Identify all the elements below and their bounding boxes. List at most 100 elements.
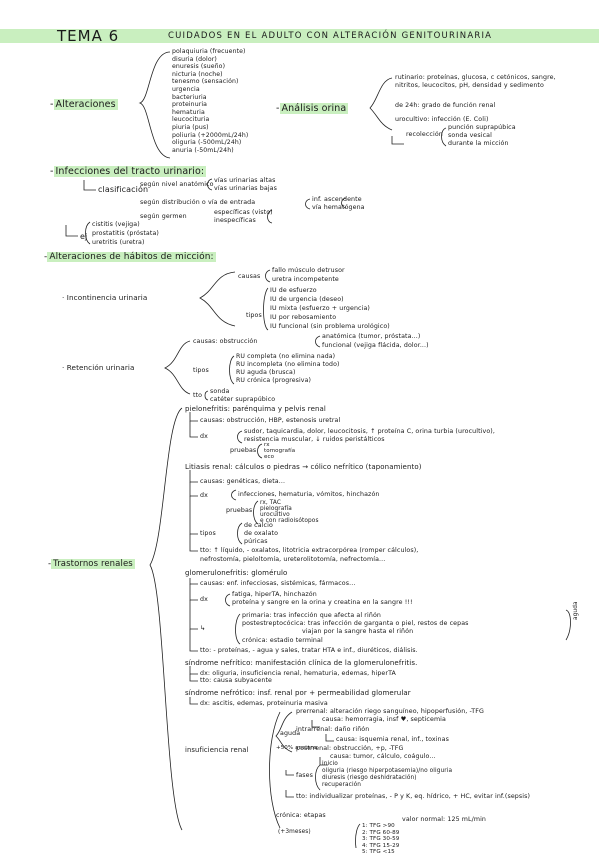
rec-item: punción suprapúbica: [448, 124, 516, 131]
pielo-prueba: rx: [264, 442, 270, 448]
litiasis-tipo: de calcio: [244, 522, 273, 529]
litiasis-prueba: urocultivo: [260, 512, 290, 518]
alteracion-item: nicturia (noche): [172, 70, 223, 78]
ir-etapa: 3: TFG 30-59: [362, 836, 400, 842]
litiasis-tipo: de oxalato: [244, 530, 279, 537]
ir-post-causa: causa: tumor, cálculo, coágulo...: [330, 753, 436, 760]
nivel-item: vías urinarias altas: [214, 177, 276, 184]
ej-item: cistitis (vejiga): [92, 221, 140, 228]
glomerulo-cronica: crónica: estadio terminal: [242, 637, 323, 644]
retencion-label: · Retención urinaria: [62, 363, 135, 372]
ir-aguda-label: aguda: [280, 730, 301, 737]
ir-postrrenal: postrrenal: obstrucción, +p, -TFG: [296, 745, 404, 752]
incontinencia-label: · Incontinencia urinaria: [62, 293, 148, 302]
litiasis-prueba: pielografía: [260, 506, 292, 512]
rec-item: sonda vesical: [448, 132, 492, 139]
ir-tto: tto: individualizar proteínas, - P y K, …: [296, 793, 531, 800]
litiasis-tto2: nefrostomía, pieloltomía, ureterolitotom…: [200, 556, 386, 563]
ir-valor: valor normal: 125 mL/min: [402, 816, 487, 823]
glomerulo-aguda-side: aguda: [573, 601, 579, 620]
ir-pre-causa: causa: hemorragia, insf ♥, septicemia: [322, 716, 446, 723]
insuficiencia-label: insuficiencia renal: [185, 746, 249, 754]
alteracion-item: proteinuria: [172, 101, 208, 109]
ir-etapa: 5: TFG <15: [362, 849, 395, 855]
page-subtitle: CUIDADOS EN EL ADULTO CON ALTERACIÓN GEN…: [168, 31, 493, 41]
analisis-urocultivo: urocultivo: infección (E. Coli): [395, 116, 489, 123]
ir-aguda-note: +50% anciana: [276, 745, 318, 751]
ret-tipo-item: RU crónica (progresiva): [236, 377, 311, 384]
pielo-causas: causas: obstrucción, HBP, estenosis uret…: [200, 417, 341, 424]
habitos-title: -Alteraciones de hábitos de micción:: [44, 252, 216, 262]
litiasis-pruebas-label: pruebas: [226, 507, 253, 514]
alteracion-item: oliguria (-500mL/24h): [172, 139, 242, 147]
nefritico-dx: dx: oliguria, insuficiencia renal, hemat…: [200, 670, 396, 677]
dist-item: inf. ascendente: [312, 196, 362, 203]
alteracion-item: polaquiuria (frecuente): [172, 48, 246, 55]
glomerulo-tipos-arrow: ↳: [200, 625, 206, 632]
nefrotico-title: síndrome nefrótico: insf. renal por + pe…: [185, 689, 411, 697]
pielo-dx-label: dx: [200, 433, 208, 440]
nivel-item: vías urinarias bajas: [214, 185, 278, 192]
ir-cronica: crónica: etapas: [276, 812, 326, 819]
inc-tipo-item: IU de urgencia (deseo): [270, 296, 344, 303]
clasificacion-label: clasificación: [98, 185, 149, 194]
causa-item: uretra incompetente: [272, 276, 339, 283]
ej-item: prostatitis (próstata): [92, 230, 159, 237]
glomerulo-dx-label: dx: [200, 596, 208, 603]
glomerulo-dx-item: proteína y sangre en la orina y creatina…: [232, 599, 413, 606]
ir-fase: recuperación: [322, 782, 362, 788]
glomerulo-primaria: primaria: tras infección que afecta al r…: [242, 612, 381, 619]
alteracion-item: hematuria: [172, 108, 205, 116]
alteraciones-label: -Alteraciones: [50, 99, 118, 110]
nefritico-tto: tto: causa subyacente: [200, 677, 272, 684]
pielo-dx-item: resistencia muscular, ↓ ruidos peristált…: [244, 436, 385, 443]
alteracion-item: urgencia: [172, 86, 200, 93]
tto-item: catéter suprapúbico: [210, 396, 276, 403]
alteracion-item: enuresis (sueño): [172, 63, 226, 71]
ir-cronica-note: (+3meses): [278, 829, 311, 835]
alteracion-item: tenesmo (sensación): [172, 78, 239, 86]
litiasis-dx-text: infecciones, hematuria, vómitos, hinchaz…: [238, 491, 380, 498]
ej-item: uretritis (uretra): [92, 239, 145, 246]
causa-item: fallo músculo detrusor: [272, 267, 345, 274]
ret-tipo-item: RU aguda (brusca): [236, 369, 296, 376]
pielo-prueba: tomografía: [264, 448, 296, 454]
ir-etapa: 1: TFG >90: [362, 823, 395, 829]
ir-prerrenal: prerrenal: alteración riego sanguíneo, h…: [296, 708, 484, 715]
ir-intra-causa: causa: isquemia renal, inf., toxinas: [336, 736, 449, 743]
alteracion-item: leucocituria: [172, 116, 210, 124]
ret-tto-label: tto: [193, 392, 203, 399]
nefrotico-dx: dx: ascitis, edemas, proteinuria masiva: [200, 700, 328, 707]
ir-fase: diuresis (riesgo deshidratación): [322, 775, 417, 781]
litiasis-tipo: púricas: [244, 538, 268, 545]
ir-etapa: 4: TFG 15-29: [362, 842, 400, 849]
ir-fases-label: fases: [296, 772, 314, 779]
ret-tipo-item: RU incompleta (no elimina todo): [236, 361, 340, 368]
ret-tipos-label: tipos: [193, 367, 209, 374]
pielo-pruebas-label: pruebas: [230, 447, 257, 454]
analisis-rutinario: rutinario: proteínas, glucosa, c cetónic…: [395, 74, 556, 89]
alteracion-item: bacteriuria: [172, 93, 207, 101]
ir-fase: oliguria (riesgo hiperpotasemia)/no olig…: [322, 768, 453, 774]
trastornos-label: -Trastornos renales: [48, 559, 135, 569]
germen-item: específicas (visto): [214, 209, 273, 216]
infecciones-title: -Infecciones del tracto urinario:: [50, 166, 207, 177]
inc-tipo-item: IU por rebosamiento: [270, 314, 337, 321]
litiasis-dx-label: dx: [200, 492, 208, 499]
analisis-label: -Análisis orina: [276, 103, 349, 114]
glomerulo-dx-item: fatiga, hiperTA, hinchazón: [232, 591, 317, 598]
page-title: TEMA 6: [57, 27, 120, 45]
litiasis-tto: tto: ↑ líquido, - oxalatos, litotricia e…: [200, 547, 419, 554]
pielo-dx-item: sudor, taquicardia, dolor, leucocitosis,…: [244, 428, 495, 435]
ret-causas: causas: obstrucción: [193, 338, 258, 345]
rec-item: durante la micción: [448, 140, 509, 147]
inc-tipo-item: IU funcional (sin problema urológico): [270, 323, 390, 330]
germen-label: según germen: [140, 213, 187, 220]
ir-etapa: 2: TFG 60-89: [362, 829, 400, 836]
litiasis-prueba: rx, TAC: [260, 500, 282, 506]
alteracion-item: piuria (pus): [172, 124, 209, 131]
inc-tipo-item: IU mixta (esfuerzo + urgencia): [270, 305, 370, 312]
analisis-24h: de 24h: grado de función renal: [395, 102, 496, 109]
title-highlight: [0, 29, 599, 43]
glomerulo-postest: postestreptocócica: tras infección de ga…: [242, 620, 469, 627]
